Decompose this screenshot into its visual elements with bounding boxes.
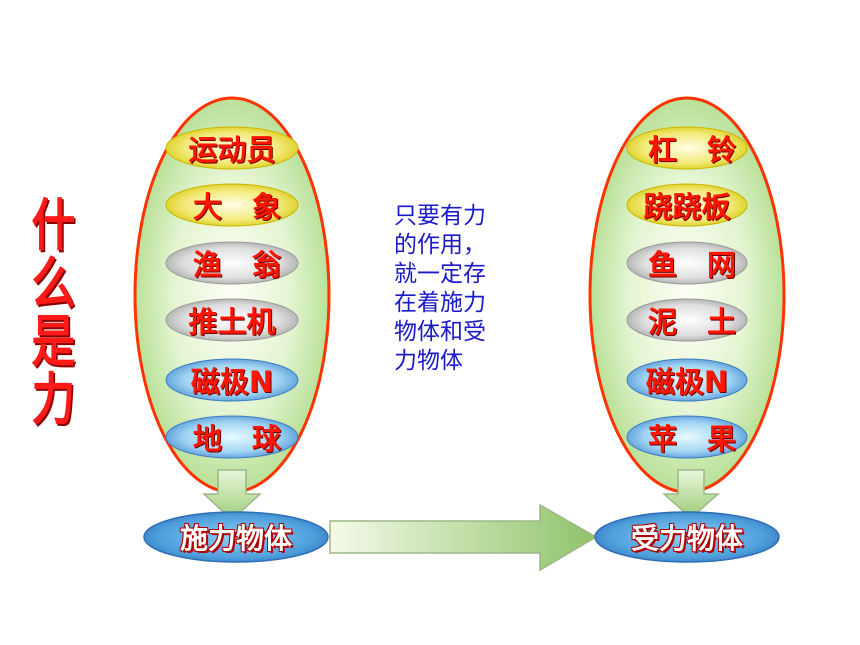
right-item-seesaw: 跷跷板: [643, 190, 731, 224]
right-pill-4: [626, 298, 748, 342]
title-char: 力: [31, 368, 76, 433]
title-char: 是: [31, 310, 76, 375]
right-footer-pill: [594, 511, 780, 563]
force-receiving-object-label: 受力物体: [630, 522, 743, 555]
left-footer-pill: [143, 511, 329, 563]
title-char: 么: [31, 252, 76, 317]
right-pill-6: [626, 415, 748, 459]
force-exerting-object-label: 施力物体: [179, 522, 292, 555]
left-pill-4: [165, 298, 299, 342]
right-pill-5: [626, 358, 748, 402]
left-item-elephant: 大 象: [192, 190, 292, 224]
left-pill-6: [165, 415, 299, 459]
right-item-apple: 苹 果: [647, 422, 747, 456]
center-note: 只要有力 的作用， 就一定存 在着施力 物体和受 力物体: [394, 203, 486, 374]
right-item-barbell: 杠 铃: [647, 133, 747, 167]
left-down-arrow: [202, 469, 262, 522]
right-pill-2: [626, 183, 748, 227]
left-pill-5: [165, 358, 299, 402]
force-direction-arrow: [329, 503, 598, 572]
left-item-earth: 地 球: [192, 422, 292, 456]
right-item-fishing-net: 鱼 网: [647, 248, 747, 282]
right-pill-1: [626, 126, 748, 170]
left-item-fisherman: 渔 翁: [192, 248, 292, 282]
left-item-bulldozer: 推土机: [188, 305, 276, 339]
left-pill-2: [165, 183, 299, 227]
right-down-arrow: [662, 469, 720, 520]
left-pill-3: [165, 241, 299, 285]
left-pill-1: [165, 126, 299, 170]
right-item-magnet-pole: 磁极N: [645, 365, 729, 399]
title-char: 什: [31, 194, 76, 259]
right-pill-3: [626, 241, 748, 285]
vertical-title: 什 么 是 力: [30, 198, 77, 430]
left-item-athlete: 运动员: [188, 133, 276, 167]
right-item-soil: 泥 土: [647, 305, 747, 339]
left-item-magnet-pole: 磁极N: [190, 365, 274, 399]
